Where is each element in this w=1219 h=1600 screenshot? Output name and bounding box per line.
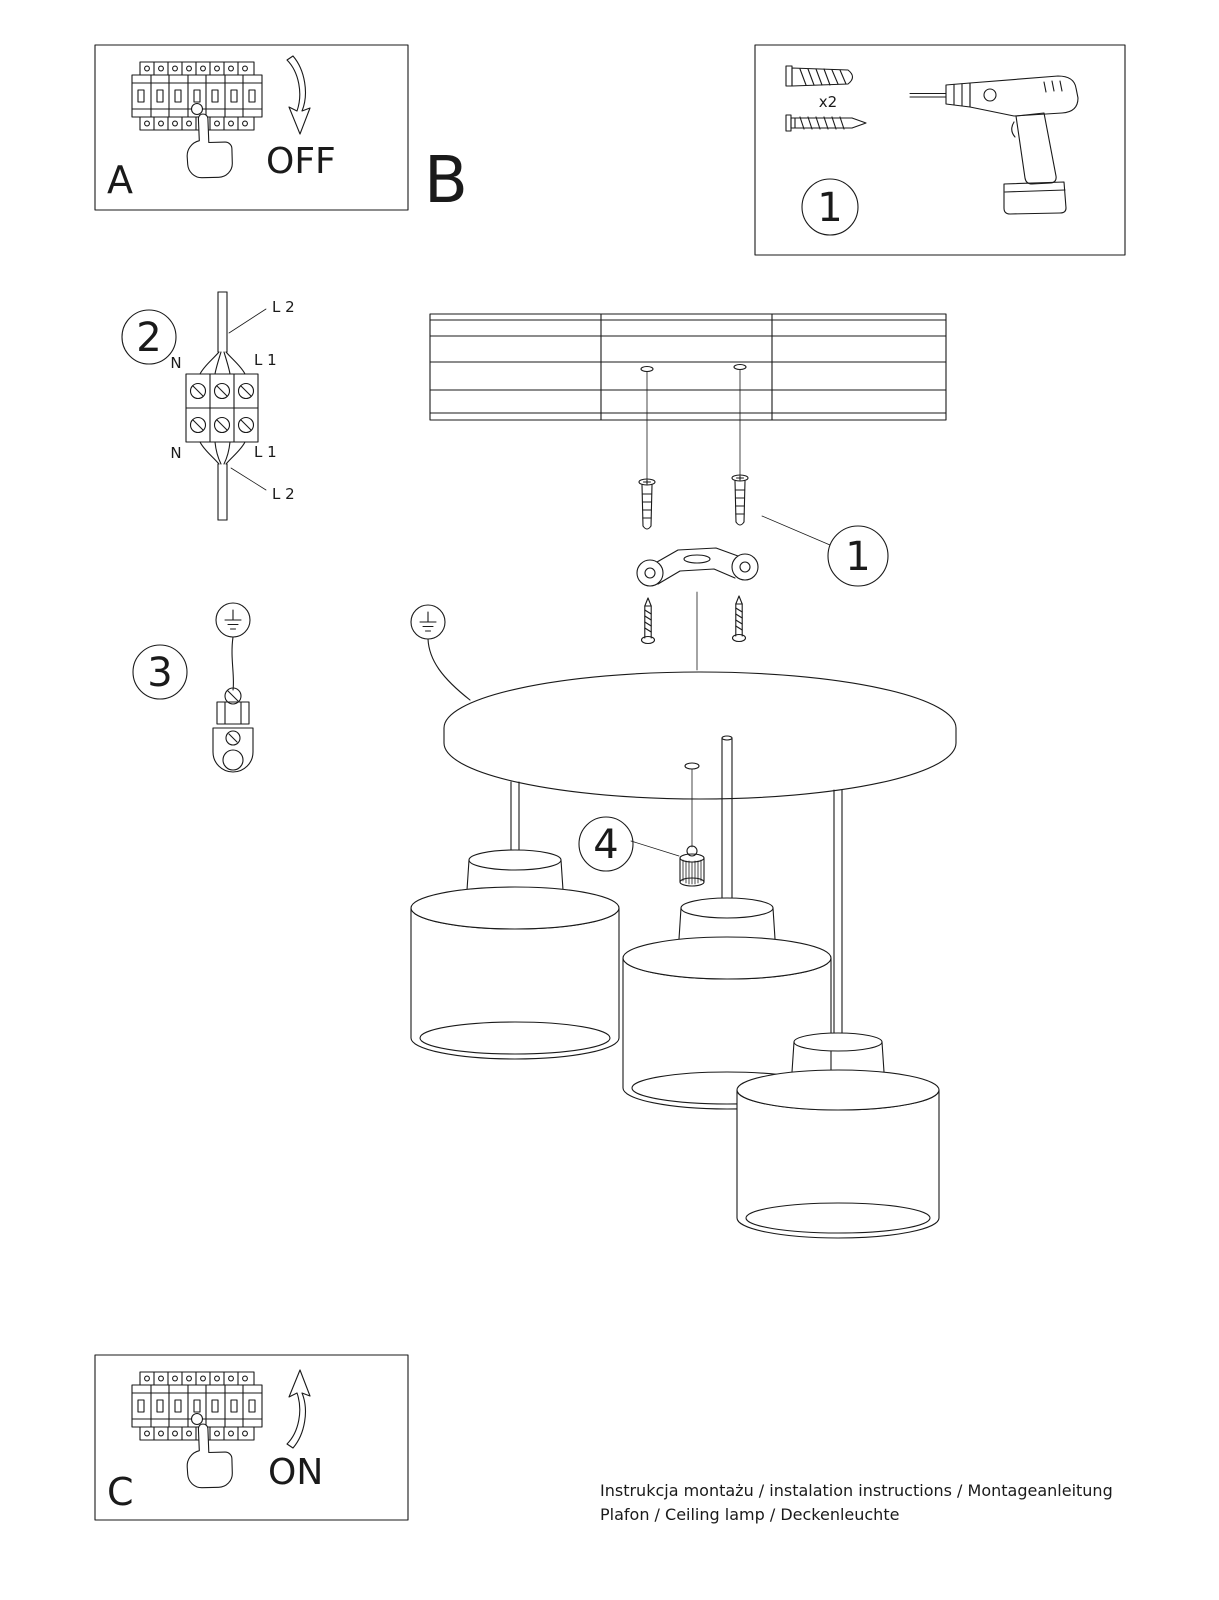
- wall-plug-right-icon: [731, 474, 749, 526]
- panel-a-power-off: OFF A: [94, 44, 409, 211]
- step-2-badge: 2: [121, 309, 177, 365]
- circuit-breaker-icon: [131, 61, 263, 131]
- arrow-down-icon: [286, 55, 311, 135]
- drill-hole-right: [733, 363, 747, 371]
- quantity-label: x2: [819, 93, 837, 111]
- panel-c-border: [94, 1354, 409, 1521]
- supply-cable-top: [199, 291, 267, 375]
- step-4-badge: 4: [578, 816, 680, 872]
- mounting-bracket: [636, 547, 759, 587]
- wire-label-n-bottom: N: [170, 444, 181, 462]
- panel-a-label: A: [107, 158, 133, 202]
- terminal-block: [185, 373, 259, 443]
- panel-a-border: [94, 44, 409, 211]
- earth-symbol-canopy-icon: [410, 604, 446, 640]
- wire-label-l1-bottom: L 1: [254, 443, 277, 461]
- arrow-up-icon: [286, 1369, 311, 1449]
- circuit-breaker-icon-c: [131, 1371, 263, 1441]
- on-label: ON: [268, 1452, 323, 1493]
- screw-icon: [785, 114, 867, 132]
- lamp-shade-left: [410, 849, 620, 1060]
- panel-c-power-on: ON C: [94, 1354, 409, 1521]
- mounting-screw-left-icon: [640, 597, 656, 645]
- footer-line-1: Instrukcja montażu / instalation instruc…: [600, 1481, 1113, 1500]
- drill-icon: [909, 75, 1079, 215]
- section-b-label: B: [424, 144, 468, 218]
- ground-terminal: [212, 687, 254, 773]
- step-4-number: 4: [593, 822, 618, 868]
- step-3-grounding: 3: [132, 602, 254, 773]
- wall-plug-icon: [785, 65, 854, 87]
- step-2-number: 2: [136, 315, 161, 361]
- canopy-drawing: [443, 671, 957, 800]
- ceiling-drawing: [429, 313, 947, 421]
- ground-wire: [231, 636, 235, 691]
- step-2-wiring: 2 L 2 N L 1: [121, 291, 295, 521]
- supply-cable-bottom: [199, 441, 267, 521]
- mounting-screw-right-icon: [731, 595, 747, 643]
- step-3-badge: 3: [132, 644, 188, 700]
- wire-label-l2-top: L 2: [272, 298, 295, 316]
- footer-line-2: Plafon / Ceiling lamp / Deckenleuchte: [600, 1505, 899, 1524]
- step-1-number: 1: [817, 185, 842, 231]
- earth-symbol-icon: [215, 602, 251, 638]
- wire-label-l2-bottom: L 2: [272, 485, 295, 503]
- callout-1-badge: 1: [761, 515, 889, 587]
- drill-hole-left: [640, 365, 654, 373]
- locking-nut-assembly: [679, 762, 705, 887]
- ground-wire-canopy: [427, 638, 471, 701]
- panel-hardware-border: [754, 44, 1126, 256]
- panel-c-label: C: [107, 1470, 134, 1514]
- step-1-badge: 1: [801, 178, 859, 236]
- step-3-number: 3: [147, 650, 172, 696]
- off-label: OFF: [266, 141, 336, 182]
- footer: Instrukcja montażu / instalation instruc…: [600, 1481, 1113, 1524]
- lamp-rods: [510, 735, 843, 1041]
- lamp-shade-right: [736, 1032, 940, 1239]
- wire-label-n-top: N: [170, 354, 181, 372]
- lamp-shade-center: [622, 897, 832, 1110]
- exploded-view: 1: [410, 313, 957, 1239]
- wall-plug-left-icon: [638, 478, 656, 530]
- wire-label-l1-top: L 1: [254, 351, 277, 369]
- callout-1-number: 1: [845, 534, 870, 580]
- panel-hardware: x2 1: [754, 44, 1126, 256]
